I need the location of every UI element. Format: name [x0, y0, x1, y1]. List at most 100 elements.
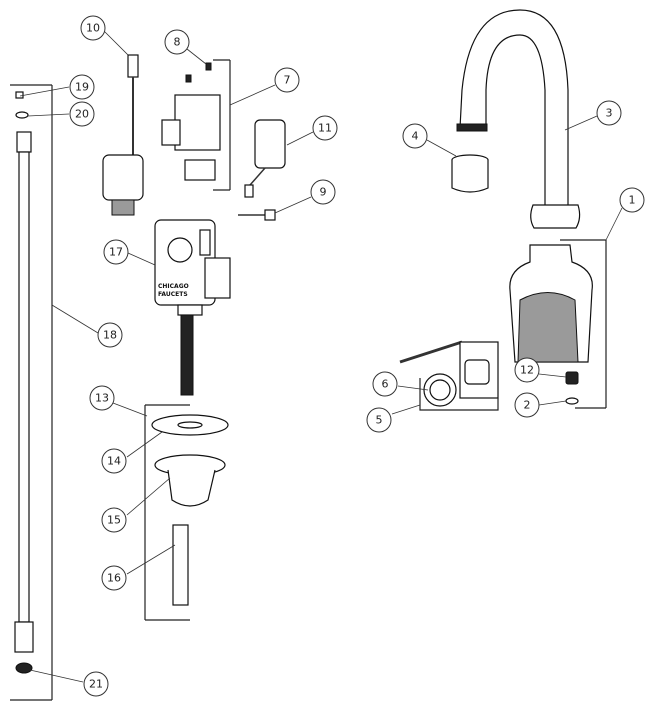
callout-12: 12	[514, 357, 540, 383]
callout-label: 16	[107, 572, 121, 585]
callout-label: 19	[75, 81, 89, 94]
shank-16	[172, 524, 189, 606]
callout-3: 3	[596, 100, 622, 126]
callout-circle	[514, 357, 540, 383]
callout-label: 14	[107, 455, 121, 468]
spout	[456, 9, 581, 229]
callout-circle	[372, 371, 398, 397]
leader-21	[29, 669, 84, 683]
aerator-body	[451, 160, 489, 193]
bracket-clip	[184, 159, 216, 181]
leader-19	[19, 86, 70, 97]
leader-18	[51, 304, 99, 334]
callout-circle	[274, 67, 300, 93]
leader-4	[426, 139, 457, 157]
spout-outlet	[456, 123, 488, 132]
leader-11	[286, 131, 314, 146]
aerator	[451, 154, 489, 193]
leader-5	[391, 404, 421, 415]
body-label-1: CHICAGO	[158, 283, 189, 290]
callout-circle	[310, 179, 336, 205]
control-body-side	[204, 257, 231, 299]
mounting-bracket	[161, 59, 231, 191]
callout-label: 8	[174, 36, 181, 49]
mounting-kit	[144, 404, 229, 621]
callout-9: 9	[310, 179, 336, 205]
oring-20	[15, 111, 29, 119]
bracket-tab	[161, 119, 181, 146]
leader-17	[127, 252, 156, 266]
sensor-ring-6-inner	[429, 379, 451, 401]
callout-21: 21	[83, 671, 109, 697]
leader-9	[274, 196, 312, 214]
callout-circle	[101, 507, 127, 533]
leader-1	[605, 207, 623, 241]
bracket-body	[174, 94, 221, 151]
leader-16	[126, 544, 176, 575]
callout-label: 1	[629, 194, 636, 207]
callout-circle	[312, 115, 338, 141]
callout-14: 14	[101, 448, 127, 474]
callout-circle	[83, 671, 109, 697]
callout-20: 20	[69, 101, 95, 127]
callout-5: 5	[366, 407, 392, 433]
callout-label: 11	[318, 122, 332, 135]
leader-lines	[19, 28, 623, 683]
callout-11: 11	[312, 115, 338, 141]
supply-hose	[10, 84, 53, 701]
washer-2	[565, 397, 579, 405]
threaded-shank	[180, 314, 194, 396]
callout-label: 17	[109, 246, 123, 259]
callout-13: 13	[89, 385, 115, 411]
control-body-stem	[199, 229, 211, 256]
battery-body	[254, 119, 286, 169]
leader-8	[186, 48, 207, 65]
sensor-module	[399, 340, 499, 411]
sensor-cable-wire	[399, 340, 463, 364]
callout-7: 7	[274, 67, 300, 93]
cup-15-body	[167, 469, 216, 507]
leader-6	[397, 385, 429, 391]
callout-label: 9	[320, 186, 327, 199]
callout-17: 17	[103, 239, 129, 265]
washer-14-hole	[177, 421, 203, 429]
sensor-lens	[464, 359, 490, 385]
callout-6: 6	[372, 371, 398, 397]
spout-base	[530, 204, 581, 229]
callout-15: 15	[101, 507, 127, 533]
solenoid-body	[102, 154, 144, 201]
callout-label: 15	[107, 514, 121, 527]
callout-label: 3	[606, 107, 613, 120]
leader-2	[538, 400, 567, 406]
screw-8a	[185, 74, 192, 83]
leader-7	[229, 84, 276, 106]
callout-10: 10	[80, 15, 106, 41]
body-label-2: FAUCETS	[158, 291, 188, 298]
callout-circle	[514, 392, 540, 418]
battery-connector	[244, 184, 254, 198]
control-body-neck	[177, 304, 203, 316]
callout-label: 5	[376, 414, 383, 427]
leader-14	[126, 431, 163, 458]
solenoid-base	[111, 199, 135, 216]
callout-circle	[101, 448, 127, 474]
battery-pack	[244, 119, 286, 198]
hub-cover	[509, 239, 607, 409]
leader-15	[126, 477, 171, 516]
hose-body	[18, 151, 30, 623]
battery-wire	[249, 167, 266, 186]
screw-8b	[205, 62, 212, 71]
callout-circle	[69, 74, 95, 100]
solenoid-connector	[127, 54, 139, 78]
callout-1: 1	[619, 187, 645, 213]
cap-12	[565, 371, 579, 385]
inlet-filter	[15, 662, 33, 674]
sensor-bracket	[419, 378, 499, 411]
callout-circle	[402, 123, 428, 149]
leader-12	[538, 373, 567, 378]
hose-nut-bottom	[14, 621, 34, 653]
leader-10	[101, 28, 129, 56]
callout-label: 21	[89, 678, 103, 691]
